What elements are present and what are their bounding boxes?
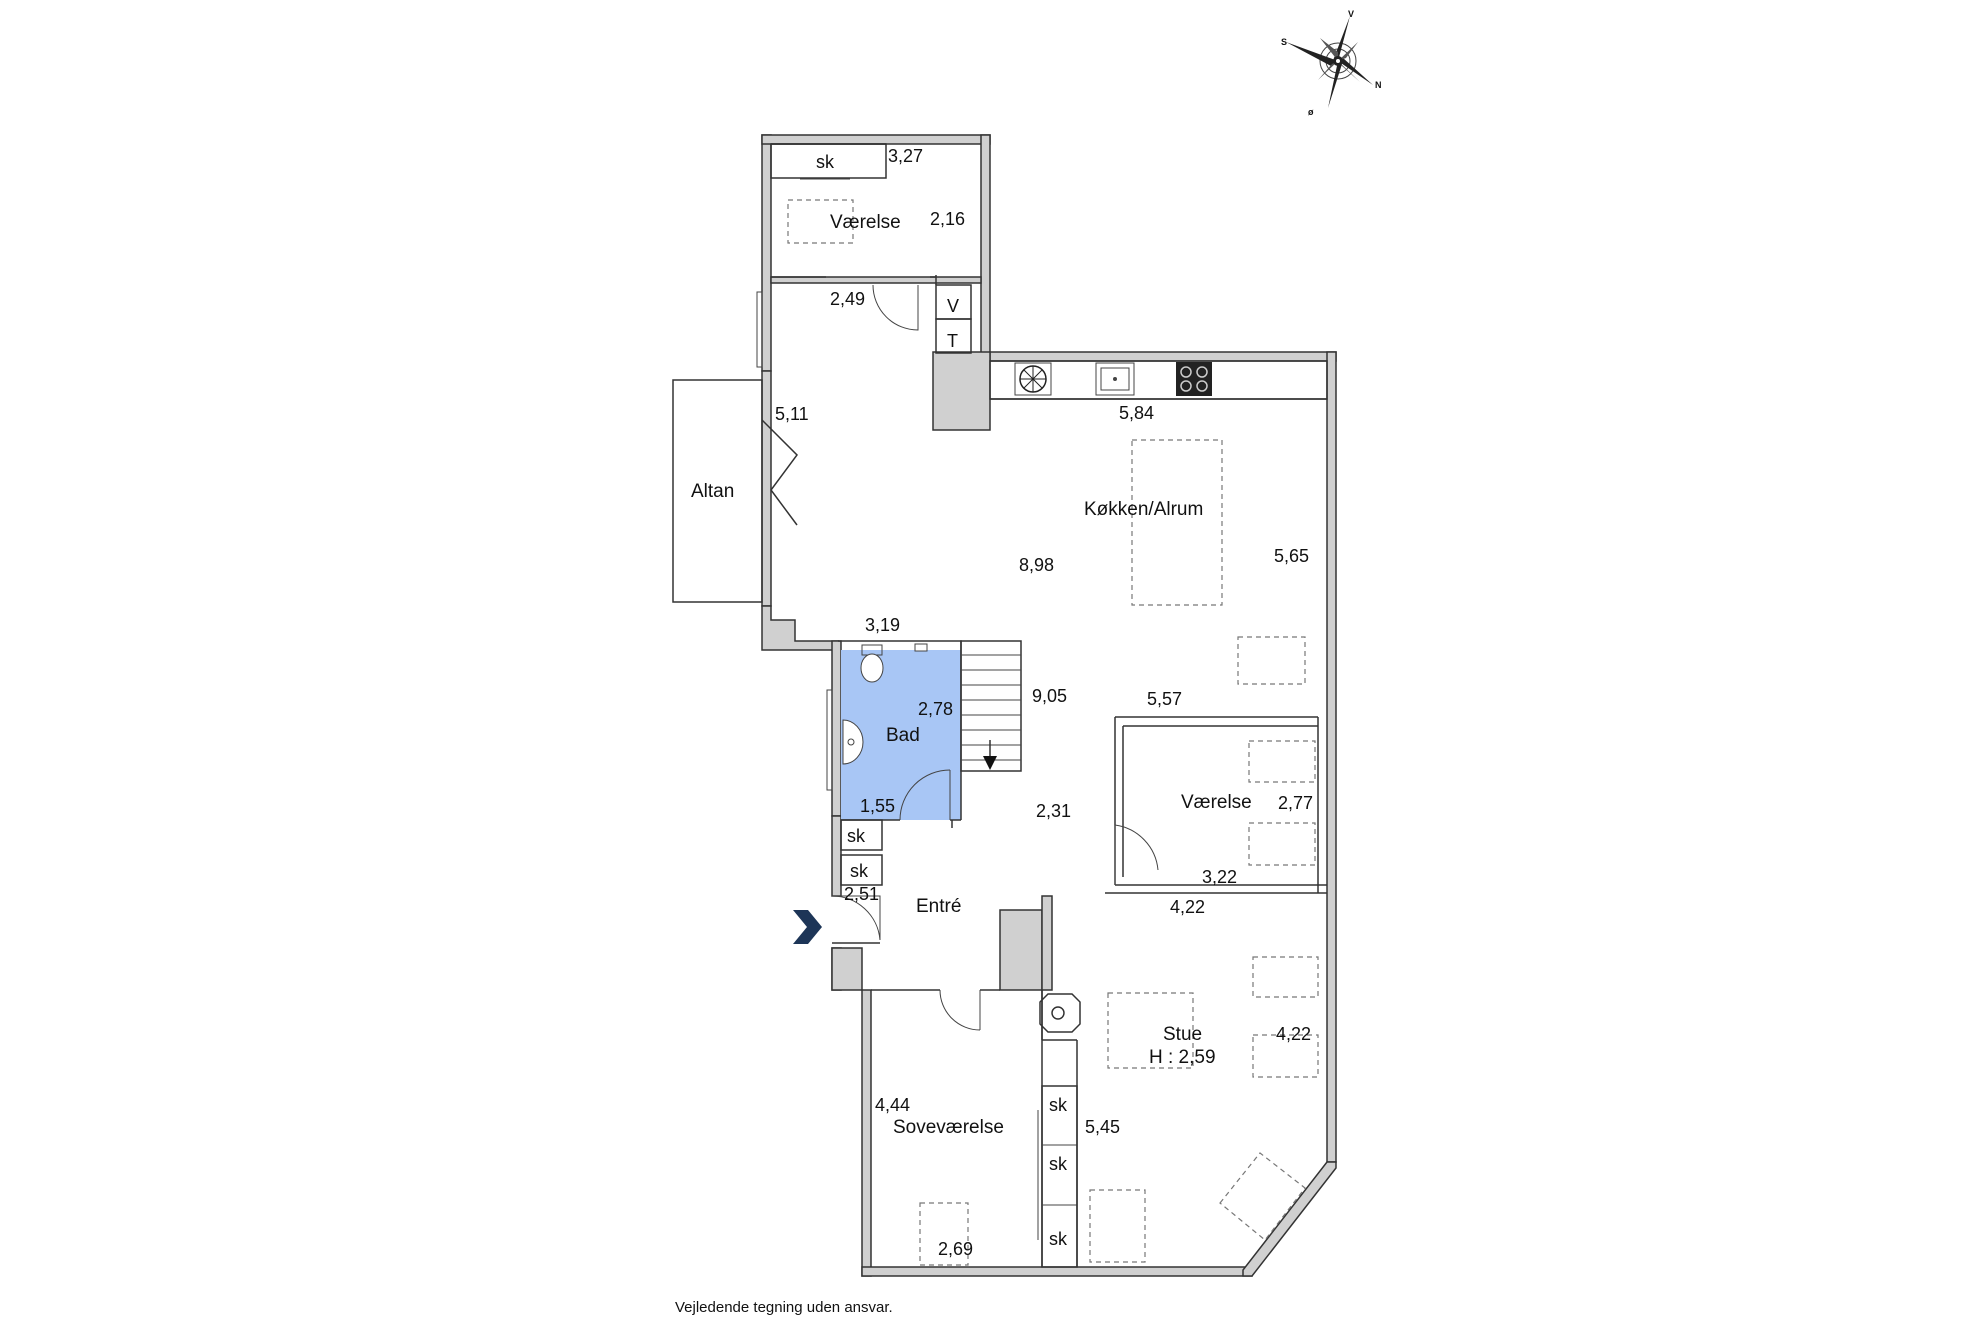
compass-o-label: ø [1308, 107, 1314, 117]
dimension-label: 2,31 [1036, 801, 1071, 821]
room-label-sovevaerelse: Soveværelse [893, 1117, 1004, 1138]
dimension-label: 3,27 [888, 146, 923, 166]
dimension-label: 5,11 [775, 404, 809, 424]
dimension-label: 3,19 [865, 615, 900, 635]
v-label: V [947, 296, 959, 316]
stove-icon [1176, 362, 1212, 396]
dimension-label: 5,57 [1147, 689, 1182, 709]
room-label-stue: Stue [1163, 1024, 1202, 1045]
dimension-label: 5,84 [1119, 403, 1154, 423]
room-label-vaerelse-right: Værelse [1181, 792, 1252, 813]
tap-icon [914, 643, 928, 652]
dimension-label: 2,16 [930, 209, 965, 229]
closet-label: sk [1049, 1095, 1068, 1115]
dimension-label: 4,22 [1170, 897, 1205, 917]
furniture-outlines [787, 199, 1319, 1266]
fireplace-icon [1039, 993, 1081, 1033]
doors [761, 284, 1159, 1031]
dimension-label: 2,51 [844, 884, 879, 904]
room-label-stue-height: H : 2,59 [1149, 1047, 1216, 1068]
room-label-bad: Bad [886, 725, 920, 746]
room-label-kokken-alrum: Køkken/Alrum [1084, 499, 1203, 520]
dimension-label: 2,69 [938, 1239, 973, 1259]
compass-v-label: V [1348, 9, 1354, 19]
closet-label: sk [847, 826, 866, 846]
dimension-label: 1,55 [860, 796, 895, 816]
dimension-label: 2,78 [918, 699, 953, 719]
t-label: T [947, 331, 958, 351]
closet-label: sk [850, 861, 869, 881]
dimension-label: 2,49 [830, 289, 865, 309]
room-label-entre: Entré [916, 896, 961, 917]
compass-s-label: S [1281, 37, 1287, 47]
staircase [960, 640, 1022, 772]
dimension-label: 4,22 [1276, 1024, 1311, 1044]
closet-label: sk [1049, 1154, 1068, 1174]
dimension-label: 8,98 [1019, 555, 1054, 575]
closet-label: sk [816, 152, 835, 172]
room-label-vaerelse-top: Værelse [830, 212, 901, 233]
disclaimer-text: Vejledende tegning uden ansvar. [675, 1299, 893, 1316]
washbasin-icon [842, 719, 864, 765]
sink-icon [1095, 362, 1135, 396]
dimension-label: 2,77 [1278, 793, 1313, 813]
toilet-icon [860, 644, 884, 683]
fan-icon [1014, 362, 1052, 396]
closet-label: sk [1049, 1229, 1068, 1249]
dimension-label: 5,45 [1085, 1117, 1120, 1137]
room-label-altan: Altan [691, 481, 734, 502]
dimension-label: 9,05 [1032, 686, 1067, 706]
entry-arrow-icon [793, 910, 822, 944]
dimension-label: 4,44 [875, 1095, 910, 1115]
compass-rose-icon [1286, 16, 1373, 108]
compass-n-label: N [1375, 80, 1382, 90]
dimension-label: 5,65 [1274, 546, 1309, 566]
exterior-walls [761, 134, 1337, 1277]
dimension-label: 3,22 [1202, 867, 1237, 887]
